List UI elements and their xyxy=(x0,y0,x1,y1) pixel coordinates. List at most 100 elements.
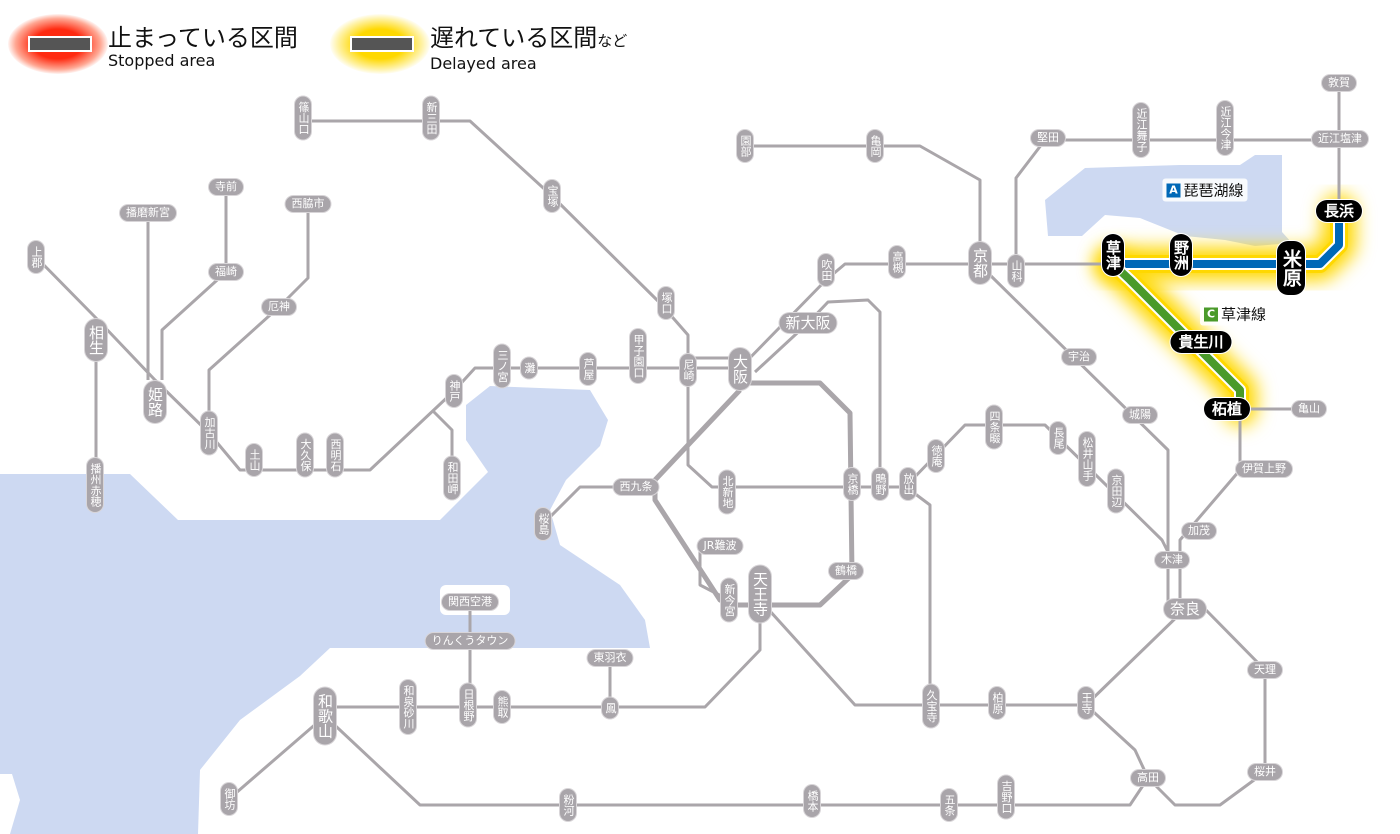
rail-line xyxy=(1178,409,1242,609)
station-banshuako[interactable]: 播州赤穂 xyxy=(87,458,103,512)
station-kusatsu[interactable]: 草津 xyxy=(1102,234,1124,276)
station-kansaiairport[interactable]: 関西空港 xyxy=(442,594,498,610)
station-tenri[interactable]: 天理 xyxy=(1248,662,1282,678)
station-izumisunagawa[interactable]: 和泉砂川 xyxy=(400,680,416,734)
station-hanaten[interactable]: 放出 xyxy=(900,468,916,500)
station-yoshinoguchi[interactable]: 吉野口 xyxy=(998,775,1014,819)
rail-line xyxy=(207,366,740,472)
station-fukusaki[interactable]: 福崎 xyxy=(209,264,243,280)
rail-line xyxy=(906,423,1174,561)
station-maibara[interactable]: 米原 xyxy=(1277,241,1305,295)
station-koshienguchi[interactable]: 甲子園口 xyxy=(630,329,646,383)
station-higashihagoromo[interactable]: 東羽衣 xyxy=(587,650,633,666)
station-tsukaguchi[interactable]: 塚口 xyxy=(658,287,674,319)
station-sakurai[interactable]: 桜井 xyxy=(1248,764,1282,780)
station-uji[interactable]: 宇治 xyxy=(1062,349,1096,365)
station-ashiya[interactable]: 芦屋 xyxy=(580,353,596,385)
station-gojo[interactable]: 五条 xyxy=(941,789,957,821)
station-omiimazu[interactable]: 近江今津 xyxy=(1217,101,1233,155)
station-nishiakashi[interactable]: 西明石 xyxy=(327,433,343,477)
station-takarazuka[interactable]: 宝塚 xyxy=(544,180,560,212)
station-tsuge[interactable]: 柘植 xyxy=(1203,398,1251,420)
line-label-kusatsu[interactable]: C 草津線 xyxy=(1199,302,1271,326)
station-shinsanda[interactable]: 新三田 xyxy=(423,96,439,140)
rail-line xyxy=(1084,703,1150,779)
station-joyo[interactable]: 城陽 xyxy=(1123,407,1157,423)
rail-line xyxy=(758,598,1187,707)
station-takatsuki[interactable]: 高槻 xyxy=(889,246,905,278)
station-teramae[interactable]: 寺前 xyxy=(209,179,243,195)
station-wakayama[interactable]: 和歌山 xyxy=(314,687,336,745)
station-osaka[interactable]: 大阪 xyxy=(729,348,751,390)
station-amagasaki[interactable]: 尼崎 xyxy=(680,354,696,386)
station-otori[interactable]: 鳳 xyxy=(602,697,618,719)
legend-stopped-jp: 止まっている区間 xyxy=(108,24,298,52)
station-oji[interactable]: 王寺 xyxy=(1078,687,1094,719)
station-nagahama[interactable]: 長浜 xyxy=(1315,200,1363,222)
station-sasayamaguchi[interactable]: 篠山口 xyxy=(295,96,311,140)
station-kyotanabe[interactable]: 京田辺 xyxy=(1108,469,1124,513)
station-omishiotsu[interactable]: 近江塩津 xyxy=(1312,131,1368,147)
station-kakogawa[interactable]: 加古川 xyxy=(201,411,217,455)
line-badge-c: C xyxy=(1203,307,1218,321)
station-himeji[interactable]: 姫路 xyxy=(144,381,166,423)
station-takada[interactable]: 高田 xyxy=(1131,770,1165,786)
station-shinosaka[interactable]: 新大阪 xyxy=(779,313,837,333)
station-kobe[interactable]: 神戸 xyxy=(446,375,462,407)
station-kamigori[interactable]: 上郡 xyxy=(28,241,44,273)
rail-line xyxy=(1146,607,1267,807)
line-name-biwako: 琵琶湖線 xyxy=(1183,181,1244,200)
station-kyobashi[interactable]: 京橋 xyxy=(844,468,860,500)
station-omimaiko[interactable]: 近江舞子 xyxy=(1133,103,1149,157)
station-nishikujo[interactable]: 西九条 xyxy=(613,479,659,495)
station-kamo[interactable]: 加茂 xyxy=(1182,523,1216,539)
station-tokuan[interactable]: 徳庵 xyxy=(928,440,944,472)
station-kibukawa[interactable]: 貴生川 xyxy=(1170,331,1232,353)
station-tsuruhashi[interactable]: 鶴橋 xyxy=(829,563,863,579)
station-aioi[interactable]: 相生 xyxy=(85,319,107,361)
station-suita[interactable]: 吹田 xyxy=(818,254,834,286)
station-katata[interactable]: 堅田 xyxy=(1031,130,1065,146)
station-wadamisaki[interactable]: 和田岬 xyxy=(444,456,460,500)
station-yamashina[interactable]: 山科 xyxy=(1008,255,1024,287)
station-kokawa[interactable]: 粉河 xyxy=(560,789,576,821)
station-sonobe[interactable]: 園部 xyxy=(737,130,753,162)
biwako-line[interactable] xyxy=(1113,211,1343,268)
station-nishiwakishi[interactable]: 西脇市 xyxy=(285,196,331,212)
station-kitashinchi[interactable]: 北新地 xyxy=(719,470,735,514)
station-jrnamba[interactable]: JR難波 xyxy=(697,538,743,554)
station-nagao[interactable]: 長尾 xyxy=(1050,422,1066,454)
station-kameoka[interactable]: 亀岡 xyxy=(867,130,883,162)
station-yakujin[interactable]: 厄神 xyxy=(262,299,296,315)
station-gobo[interactable]: 御坊 xyxy=(221,783,237,815)
station-hashimoto[interactable]: 橋本 xyxy=(804,785,820,817)
station-shinimamiya[interactable]: 新今宮 xyxy=(721,578,737,622)
station-yasu[interactable]: 野洲 xyxy=(1170,234,1192,276)
station-shigino[interactable]: 鴫野 xyxy=(872,468,888,500)
station-kyuhoji[interactable]: 久宝寺 xyxy=(923,684,939,728)
station-nara[interactable]: 奈良 xyxy=(1163,599,1207,619)
station-shijonawate[interactable]: 四条畷 xyxy=(986,405,1002,449)
station-sakurajima[interactable]: 桜島 xyxy=(535,508,551,540)
legend-delayed-jp: 遅れている区間 xyxy=(430,24,598,52)
station-kyoto[interactable]: 京都 xyxy=(969,242,991,284)
legend-stopped-en: Stopped area xyxy=(108,51,216,70)
station-matsuiyamate[interactable]: 松井山手 xyxy=(1079,432,1095,486)
station-rinkutown[interactable]: りんくうタウン xyxy=(425,633,515,649)
station-okubo[interactable]: 大久保 xyxy=(297,433,313,477)
station-harimashingu[interactable]: 播磨新宮 xyxy=(120,205,176,221)
station-hineno[interactable]: 日根野 xyxy=(460,683,476,727)
stopped-swatch xyxy=(28,36,92,52)
station-tennoji[interactable]: 天王寺 xyxy=(749,565,771,623)
station-tsuchiyama[interactable]: 土山 xyxy=(246,444,262,476)
line-label-biwako[interactable]: A 琵琶湖線 xyxy=(1162,178,1248,202)
station-igaueno[interactable]: 伊賀上野 xyxy=(1236,461,1292,477)
station-sannomiya[interactable]: 三ノ宮 xyxy=(494,344,510,388)
station-kumatori[interactable]: 熊取 xyxy=(494,691,510,723)
station-tsuruga[interactable]: 敦賀 xyxy=(1322,75,1356,91)
station-kizu[interactable]: 木津 xyxy=(1155,552,1189,568)
legend-stopped: 止まっている区間 Stopped area xyxy=(8,14,298,74)
station-kashiwara[interactable]: 柏原 xyxy=(989,687,1005,719)
station-nada[interactable]: 灘 xyxy=(521,357,537,379)
station-kameyama[interactable]: 亀山 xyxy=(1292,401,1326,417)
